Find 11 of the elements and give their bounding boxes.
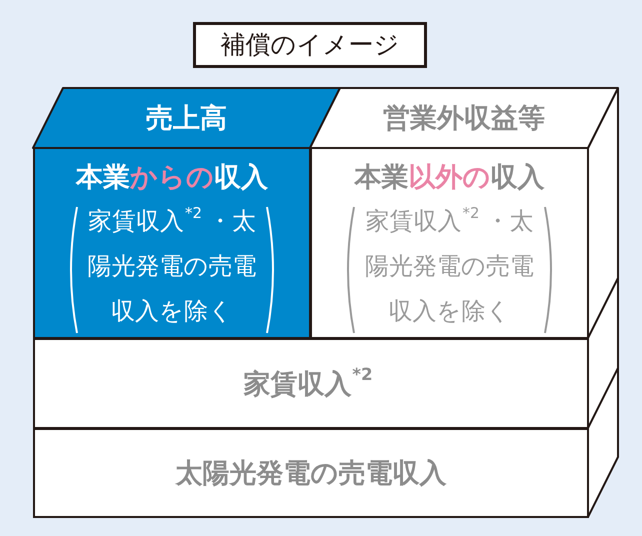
- panel-note: 家賃収入$^{*2}$・太陽光発電の売電収入を除く: [364, 202, 534, 327]
- face-label: 営業外収益等: [383, 102, 545, 136]
- face-label: 売上高: [146, 102, 227, 136]
- band-label: 家賃収入$^{*2}$: [243, 366, 374, 402]
- layer-band: [33, 338, 589, 429]
- layer-band: [33, 428, 589, 518]
- panel-heading: 本業からの収入: [74, 161, 269, 195]
- panel-heading: 本業以外の収入: [353, 161, 546, 195]
- band-label: 太陽光発電の売電収入: [176, 457, 446, 491]
- panel-note: 家賃収入$^{*2}$・太陽光発電の売電収入を除く: [87, 202, 257, 327]
- title-box: 補償のイメージ: [193, 22, 427, 68]
